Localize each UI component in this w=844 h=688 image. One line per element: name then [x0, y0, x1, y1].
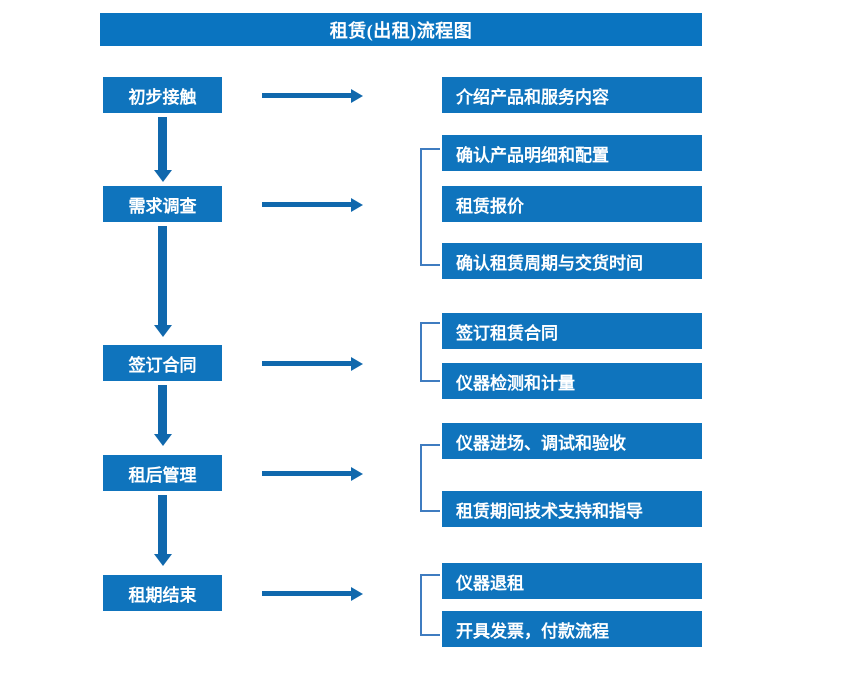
group-bracket-icon: [420, 444, 440, 512]
vertical-arrow-icon: [158, 495, 167, 555]
horizontal-arrow-icon: [262, 361, 352, 366]
detail-box[interactable]: 仪器检测和计量: [442, 363, 702, 399]
detail-box[interactable]: 签订租赁合同: [442, 313, 702, 349]
group-bracket-icon: [420, 574, 440, 636]
detail-box[interactable]: 确认租赁周期与交货时间: [442, 243, 702, 279]
detail-box[interactable]: 介绍产品和服务内容: [442, 77, 702, 113]
horizontal-arrow-icon: [262, 202, 352, 207]
detail-box[interactable]: 仪器退租: [442, 563, 702, 599]
detail-box[interactable]: 仪器进场、调试和验收: [442, 423, 702, 459]
horizontal-arrow-icon: [262, 471, 352, 476]
vertical-arrow-icon: [158, 385, 167, 435]
group-bracket-icon: [420, 322, 440, 382]
stage-box-需求调查[interactable]: 需求调查: [103, 186, 222, 222]
stage-box-签订合同[interactable]: 签订合同: [103, 345, 222, 381]
stage-box-租后管理[interactable]: 租后管理: [103, 455, 222, 491]
horizontal-arrow-icon: [262, 591, 352, 596]
detail-box[interactable]: 开具发票，付款流程: [442, 611, 702, 647]
detail-box[interactable]: 租赁报价: [442, 186, 702, 222]
detail-box[interactable]: 确认产品明细和配置: [442, 135, 702, 171]
page-title: 租赁(出租)流程图: [100, 13, 702, 46]
vertical-arrow-icon: [158, 226, 167, 326]
stage-box-初步接触[interactable]: 初步接触: [103, 77, 222, 113]
stage-box-租期结束[interactable]: 租期结束: [103, 575, 222, 611]
group-bracket-icon: [420, 148, 440, 266]
detail-box[interactable]: 租赁期间技术支持和指导: [442, 491, 702, 527]
horizontal-arrow-icon: [262, 93, 352, 98]
vertical-arrow-icon: [158, 117, 167, 171]
